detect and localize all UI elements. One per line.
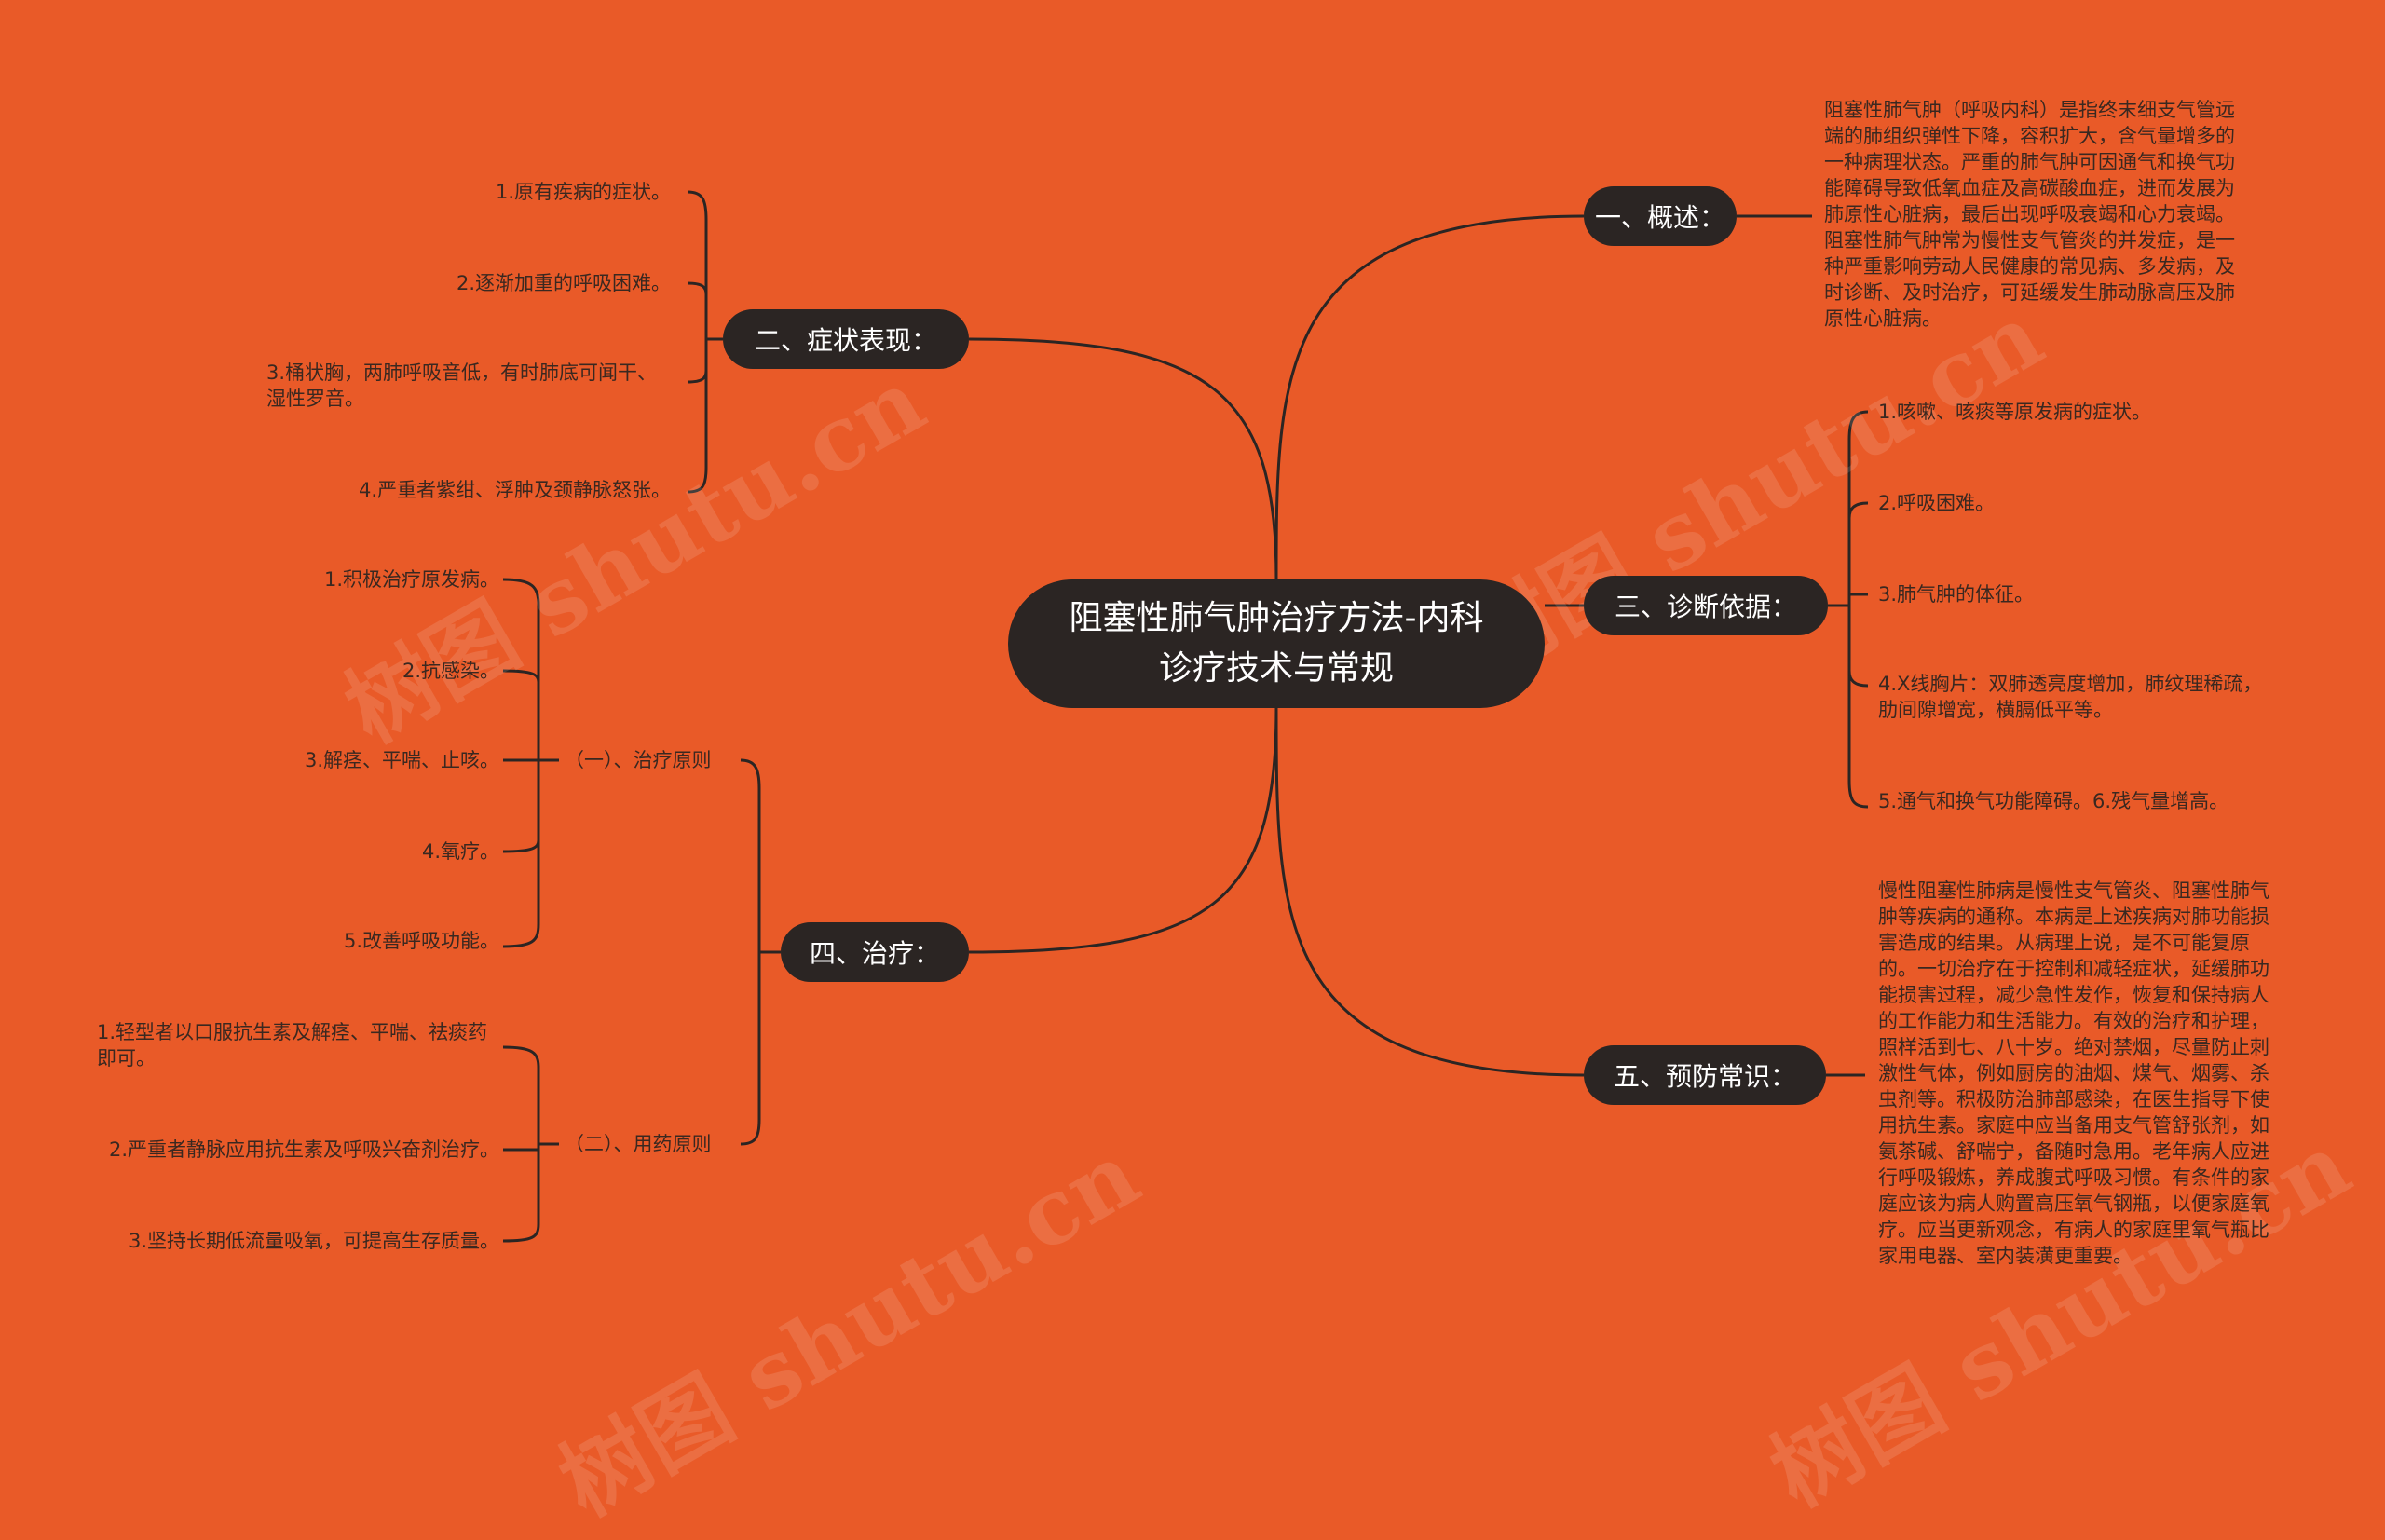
medication-item: 2.严重者静脉应用抗生素及呼吸兴奋剂治疗。: [108, 1138, 499, 1161]
diagnosis-item: 2.呼吸困难。: [1878, 492, 1996, 514]
medication-item: 3.坚持长期低流量吸氧，可提高生存质量。: [128, 1230, 499, 1252]
diagnosis-item: 3.肺气肿的体征。: [1878, 583, 2035, 606]
branch-treatment[interactable]: 四、治疗：: [781, 922, 969, 982]
branch-diagnosis[interactable]: 三、诊断依据：: [1584, 576, 1828, 635]
symptoms-bracket: [687, 190, 708, 494]
principles-item: 2.抗感染。: [402, 660, 499, 682]
branch-treatment-label: 四、治疗：: [809, 938, 940, 969]
principles-bracket: [502, 578, 540, 948]
diagnosis-item: 4.X线胸片：双肺透亮度增加，肺纹理稀疏，肋间隙增宽，横膈低平等。: [1878, 673, 2263, 721]
treatment-medication-label[interactable]: （二）、用药原则: [565, 1133, 712, 1155]
treatment-bracket: [740, 758, 761, 1146]
connector-root-treatment: [968, 707, 1278, 954]
connector-lines: [502, 190, 1869, 1243]
branch-symptoms[interactable]: 二、症状表现：: [723, 309, 969, 369]
principles-item: 4.氧疗。: [421, 840, 499, 863]
symptoms-item: 4.严重者紫绀、浮肿及颈静脉怒张。: [358, 479, 671, 501]
principles-item: 1.积极治疗原发病。: [323, 568, 499, 591]
symptoms-item: 1.原有疾病的症状。: [495, 181, 671, 203]
connector-root-symptoms: [968, 337, 1278, 580]
symptoms-tick-3: [687, 370, 708, 384]
branch-overview-label: 一、概述：: [1594, 202, 1725, 233]
diagnosis-bracket: [1847, 410, 1869, 809]
medication-bracket: [502, 1045, 540, 1243]
root-title: 阻塞性肺气肿治疗方法-内科诊疗技术与常规: [1069, 599, 1484, 688]
prevention-text: 慢性阻塞性肺病是慢性支气管炎、阻塞性肺气肿等疾病的通称。本病是上述疾病对肺功能损…: [1878, 879, 2269, 1267]
connector-root-overview: [1274, 214, 1585, 580]
symptoms-item: 2.逐渐加重的呼吸困难。: [456, 272, 671, 294]
symptoms-tick-2: [687, 281, 708, 295]
branch-diagnosis-label: 三、诊断依据：: [1614, 592, 1797, 622]
diagnosis-tick-2: [1847, 501, 1869, 519]
medication-item: 1.轻型者以口服抗生素及解痉、平喘、祛痰药即可。: [97, 1021, 488, 1070]
root-topic[interactable]: 阻塞性肺气肿治疗方法-内科诊疗技术与常规: [1008, 579, 1545, 708]
branch-prevention-label: 五、预防常识：: [1613, 1061, 1796, 1092]
principles-tick-4: [502, 839, 540, 853]
overview-text: 阻塞性肺气肿（呼吸内科）是指终末细支气管远端的肺组织弹性下降，容积扩大，含气量增…: [1824, 99, 2235, 330]
branch-symptoms-label: 二、症状表现：: [754, 325, 937, 356]
branch-prevention[interactable]: 五、预防常识：: [1584, 1045, 1826, 1105]
symptoms-item: 3.桶状胸，两肺呼吸音低，有时肺底可闻干、湿性罗音。: [266, 361, 658, 410]
principles-item: 5.改善呼吸功能。: [343, 930, 499, 952]
connector-root-prevention: [1274, 707, 1585, 1077]
diagnosis-tick-4: [1847, 670, 1869, 688]
diagnosis-item: 5.通气和换气功能障碍。6.残气量增高。: [1878, 790, 2229, 812]
principles-item: 3.解痉、平喘、止咳。: [304, 749, 499, 771]
treatment-principles-label[interactable]: （一）、治疗原则: [565, 749, 712, 771]
diagnosis-item: 1.咳嗽、咳痰等原发病的症状。: [1878, 401, 2152, 423]
principles-tick-2: [502, 669, 540, 683]
branch-overview[interactable]: 一、概述：: [1584, 186, 1737, 246]
